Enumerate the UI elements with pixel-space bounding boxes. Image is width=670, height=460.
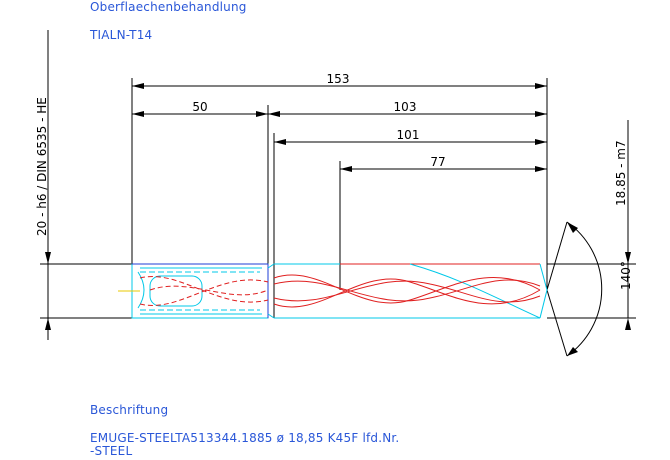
dimension-flute-length: 101	[273, 128, 547, 318]
surface-treatment-heading: Oberflaechenbehandlung	[90, 0, 247, 14]
tool-outline	[118, 263, 548, 319]
label-heading: Beschriftung	[90, 403, 169, 417]
label-text-line2: -STEEL	[90, 444, 133, 458]
cutting-length-label: 77	[430, 155, 445, 169]
flute-helix	[139, 274, 541, 308]
dimension-shank-length: 50	[132, 100, 269, 318]
dimension-cut-diameter: 18.85 - m7 140°	[547, 120, 636, 330]
surface-treatment-value: TIALN-T14	[90, 28, 153, 42]
shank-tolerance-label: 20 - h6 / DIN 6535 - HE	[35, 97, 49, 236]
label-text-line1: EMUGE-STEELTA513344.1885 ø 18,85 K45F lf…	[90, 431, 400, 445]
dimension-cutting-length: 77	[339, 155, 547, 290]
flute-length-label: 101	[397, 128, 420, 142]
overall-length-label: 153	[327, 72, 350, 86]
diameter-tolerance-label: 18.85 - m7	[614, 140, 628, 206]
dimension-overall-length: 153	[131, 72, 548, 318]
dimension-body-length: 103	[268, 100, 547, 117]
shank-length-label: 50	[192, 100, 207, 114]
point-angle-dimension	[546, 221, 603, 357]
dimension-shank-diameter: 20 - h6 / DIN 6535 - HE	[35, 30, 132, 340]
body-length-label: 103	[394, 100, 417, 114]
point-angle-label: 140°	[619, 261, 633, 290]
